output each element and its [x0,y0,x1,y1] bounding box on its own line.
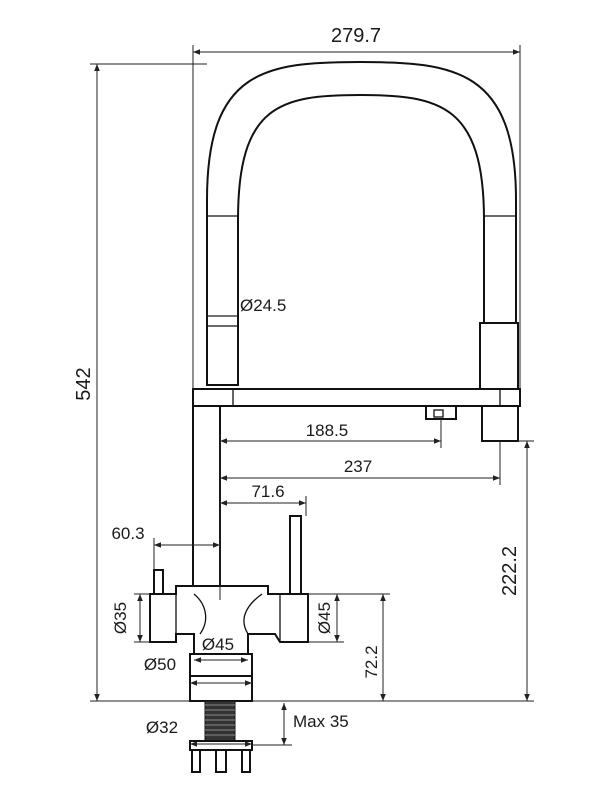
label-body-center: Ø45 [202,635,234,654]
spout-arm [192,388,521,407]
dimension-lines [90,45,534,747]
label-hose-diameter: Ø24.5 [240,296,286,315]
left-lever [153,569,164,595]
outlet-head [481,405,519,442]
label-body-side-right: Ø45 [315,602,334,634]
mounting-nut [189,740,253,751]
threaded-shank [204,700,236,742]
label-body-height: 72.2 [362,645,381,678]
label-overall-height: 542 [73,367,95,400]
label-thread-diameter: Ø32 [146,718,178,737]
label-body-side-left: Ø35 [111,602,130,634]
base-ring [189,675,253,702]
spout-arch [206,60,517,386]
column [192,405,221,587]
faucet-outline [149,60,521,773]
right-lever [289,515,302,597]
label-max-thickness: Max 35 [293,712,349,731]
label-lever-offset: 60.3 [111,524,144,543]
base [189,653,253,677]
label-outlet-height: 222.2 [499,546,521,596]
label-spout-reach-inner: 188.5 [306,421,349,440]
label-handle-offset: 71.6 [251,482,284,501]
label-overall-width: 279.7 [331,25,381,47]
label-spout-reach-outer: 237 [344,457,372,476]
dimension-labels: 279.7 542 Ø24.5 188.5 237 71.6 60.3 222.… [73,25,521,737]
label-base-diameter: Ø50 [144,655,176,674]
magnetic-dock [479,322,519,390]
